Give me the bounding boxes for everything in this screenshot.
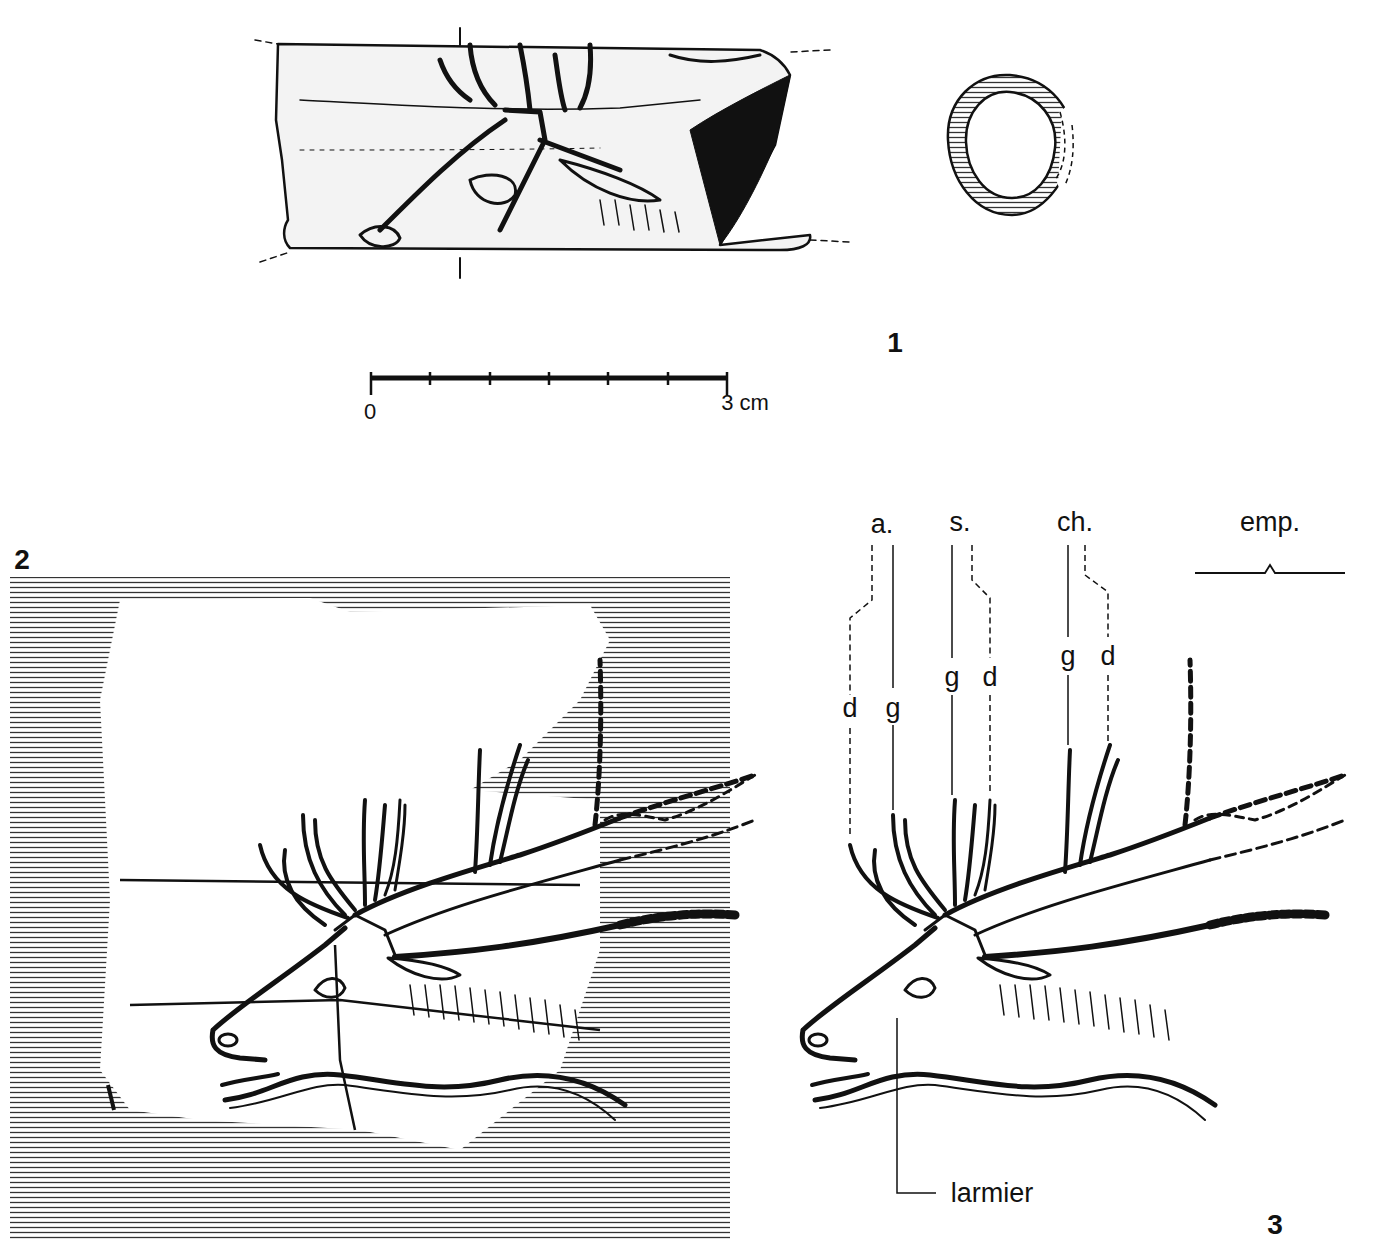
figure-number: 3 [1267,1211,1283,1239]
side-label: g [944,664,959,691]
antler-part-label: emp. [1240,509,1300,536]
antler-part-label: a. [871,511,894,538]
part-label: larmier [951,1180,1034,1207]
scale-value: 3 cm [721,392,769,414]
scale-value: 0 [364,401,376,423]
side-label: g [885,695,900,722]
side-label: d [982,664,997,691]
antler-part-label: s. [949,509,970,536]
figure-number: 1 [887,329,903,357]
side-label: d [1100,643,1115,670]
side-label: g [1060,643,1075,670]
side-label: d [842,695,857,722]
antler-part-label: ch. [1057,509,1093,536]
figure-number: 2 [14,546,30,574]
